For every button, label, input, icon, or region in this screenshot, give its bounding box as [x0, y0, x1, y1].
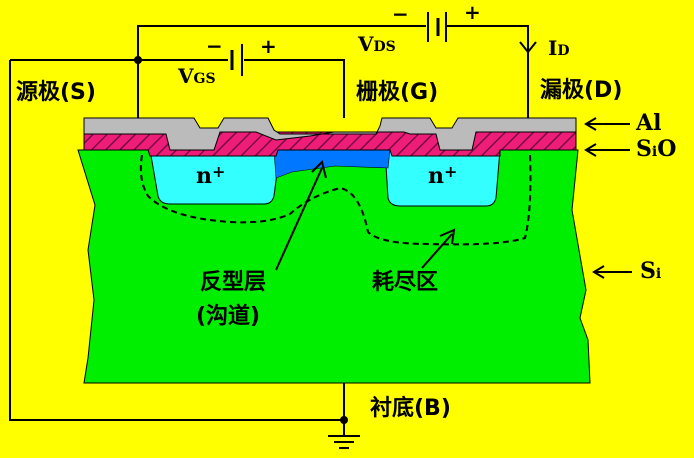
inversion-pointer: [275, 167, 323, 271]
substrate-label: 衬底(B): [370, 396, 451, 421]
depletion-pointer-head: [439, 228, 456, 245]
source-label: 源极(S): [16, 80, 96, 105]
depletion-region-label: 耗尽区: [372, 270, 439, 295]
depletion-region-outline: [139, 154, 532, 246]
vds-minus-sign: −: [392, 2, 409, 26]
vgs-label: VGS: [178, 64, 216, 88]
gate-label: 栅极(G): [356, 80, 439, 105]
id-current-arrow: [519, 41, 537, 54]
n-plus-source-label: n+: [196, 162, 226, 189]
depletion-pointer: [421, 233, 453, 269]
vgs-wire-gate: [244, 59, 345, 118]
vgs-minus-sign: −: [206, 34, 223, 58]
silicon-label: Si: [640, 258, 662, 284]
n-plus-drain-label: n+: [428, 162, 458, 189]
n-plus-drain-region: [384, 149, 501, 207]
aluminum-layer-label: Al: [636, 110, 662, 136]
aluminum-layer: [83, 117, 577, 151]
vds-wire: [137, 25, 426, 118]
vds-wire-drain: [446, 25, 529, 118]
substrate-loop: [9, 60, 344, 421]
vds-label: VDS: [358, 32, 396, 56]
sio-pointer-head: [584, 143, 597, 157]
inversion-layer-label: 反型层: [200, 270, 267, 295]
channel-label: (沟道): [196, 304, 261, 329]
vds-plus-sign: +: [464, 0, 481, 24]
oxide-layer-label: SiO: [636, 136, 677, 162]
n-plus-source-region: [149, 149, 281, 205]
si-pointer-head: [592, 265, 605, 279]
drain-current-label: ID: [548, 36, 570, 60]
drain-label: 漏极(D): [540, 78, 623, 103]
ground-junction-dot: [340, 416, 348, 424]
vgs-plus-sign: +: [260, 34, 277, 58]
silicon-substrate: [77, 149, 591, 384]
inversion-pointer-head: [311, 160, 327, 179]
al-pointer-head: [584, 117, 597, 131]
